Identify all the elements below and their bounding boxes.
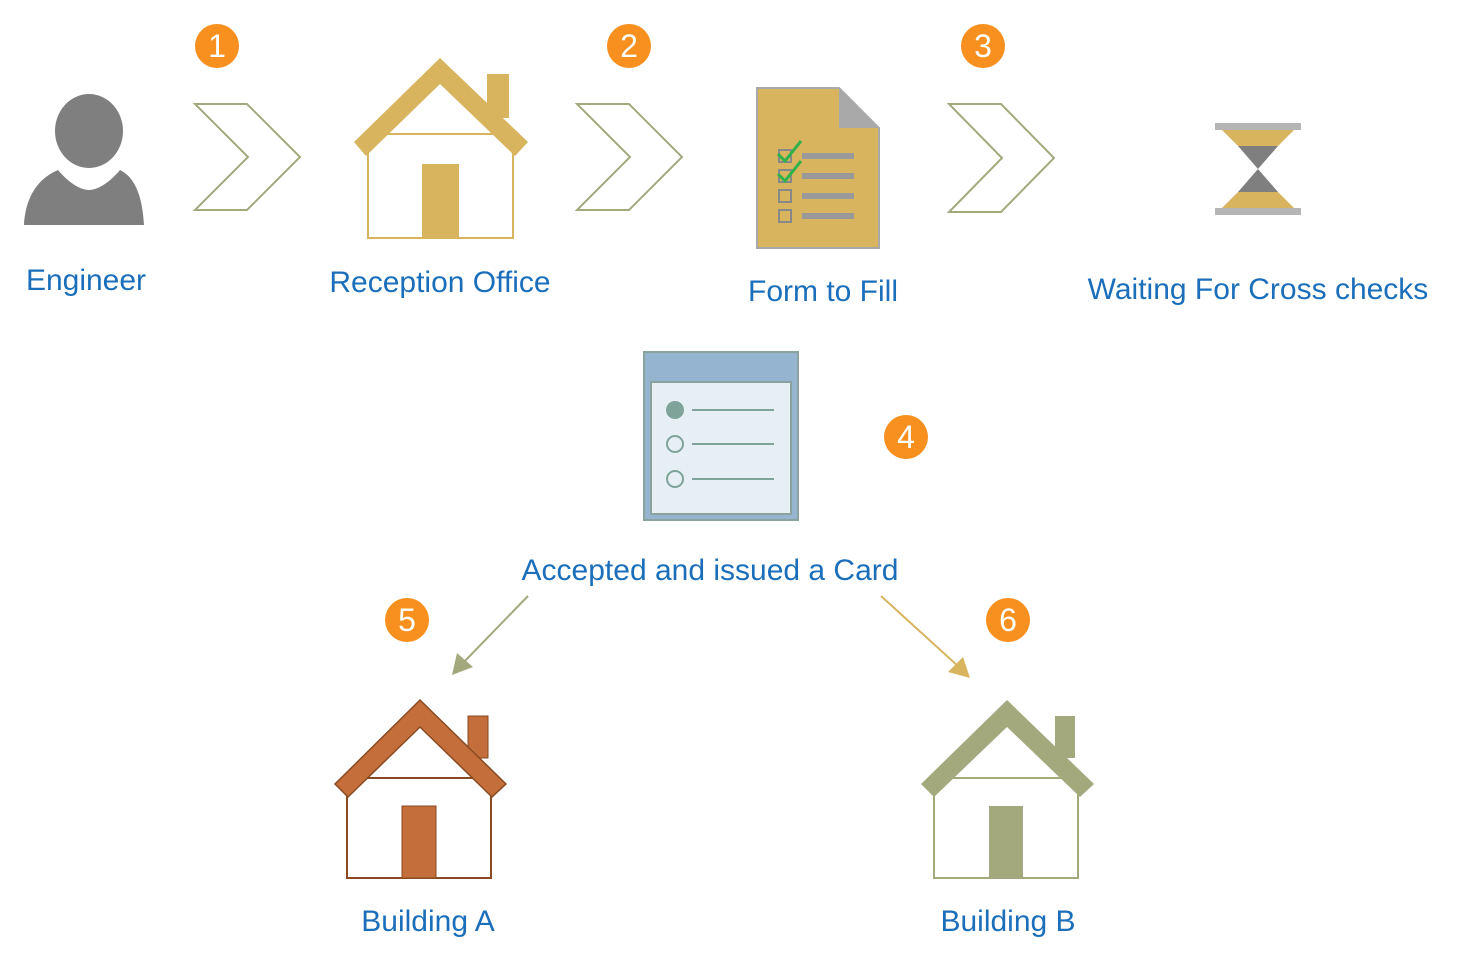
building-b-label: Building B bbox=[940, 905, 1076, 938]
arrowhead-building-b bbox=[948, 657, 970, 678]
step-3-badge: 3 bbox=[961, 24, 1005, 68]
step-1-badge: 1 bbox=[195, 24, 239, 68]
arrow-to-building-a bbox=[461, 595, 529, 665]
step-4-badge: 4 bbox=[884, 415, 928, 459]
arrow-to-building-b bbox=[880, 595, 960, 668]
reception-office-label: Reception Office bbox=[329, 266, 551, 299]
person-icon bbox=[24, 94, 144, 225]
accepted-and-issued-card-label: Accepted and issued a Card bbox=[521, 554, 899, 587]
waiting-for-cross-checks-label: Waiting For Cross checks bbox=[1087, 273, 1429, 306]
step-2-badge: 2 bbox=[607, 24, 651, 68]
step-5-badge: 5 bbox=[385, 598, 429, 642]
hourglass-icon bbox=[1215, 123, 1301, 215]
building-a-label: Building A bbox=[361, 905, 495, 938]
house-icon bbox=[921, 700, 1094, 879]
arrowhead-building-a bbox=[452, 653, 473, 675]
chevron-right-icon bbox=[574, 103, 684, 211]
card-icon bbox=[643, 351, 799, 521]
house-icon bbox=[354, 58, 528, 239]
house-icon bbox=[333, 698, 508, 879]
chevron-right-icon bbox=[192, 103, 302, 211]
chevron-right-icon bbox=[946, 103, 1056, 213]
form-to-fill-label: Form to Fill bbox=[748, 275, 898, 308]
engineer-label: Engineer bbox=[25, 264, 147, 297]
step-6-badge: 6 bbox=[986, 598, 1030, 642]
form-icon bbox=[756, 87, 880, 249]
